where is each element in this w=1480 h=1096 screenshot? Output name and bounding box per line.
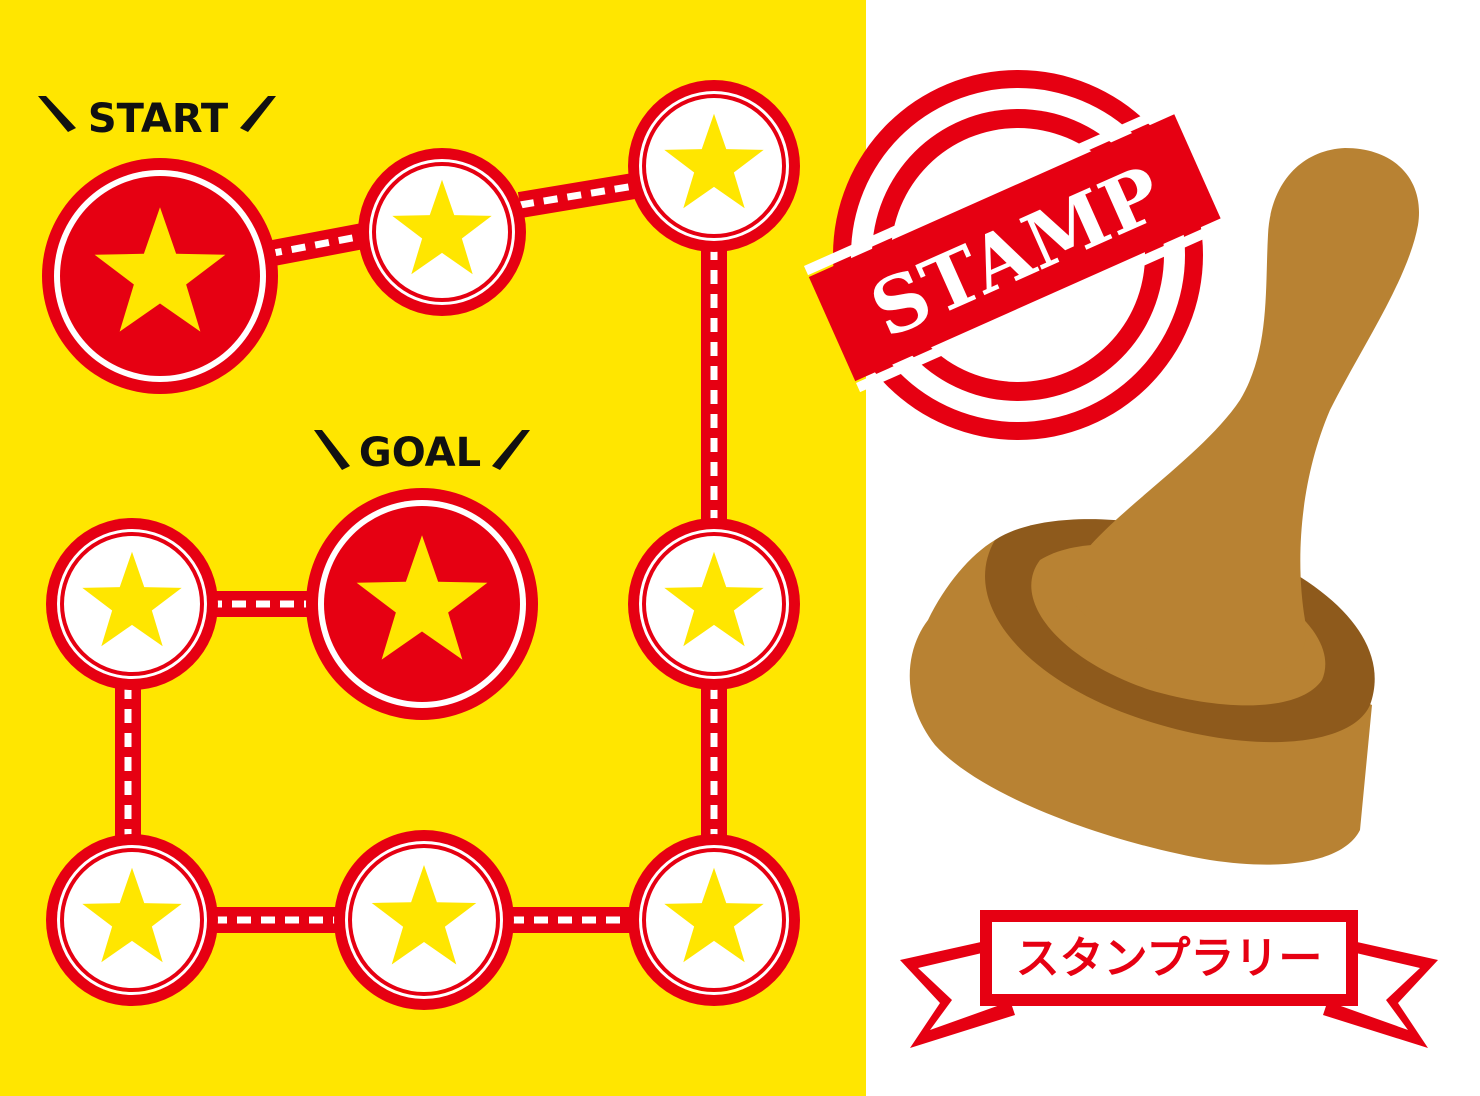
stamp-spot-8[interactable] (46, 518, 218, 690)
stamp-spot-4[interactable] (628, 518, 800, 690)
banner-text: スタンプラリー (1016, 933, 1323, 984)
start-label: START (38, 96, 276, 142)
stamp-spot-start[interactable] (42, 158, 278, 394)
start-text: START (88, 96, 229, 142)
start-left-tick (38, 96, 76, 132)
goal-left-tick (314, 430, 350, 470)
start-right-tick (240, 96, 276, 132)
goal-text: GOAL (359, 430, 481, 476)
stamp-spot-goal[interactable] (306, 488, 538, 720)
stamp-spot-5[interactable] (628, 834, 800, 1006)
stamp-spot-2[interactable] (358, 148, 526, 316)
stamp-spot-3[interactable] (628, 80, 800, 252)
connector-1 (265, 223, 366, 267)
stamp-spot-6[interactable] (334, 830, 514, 1010)
goal-right-tick (492, 430, 530, 470)
stamp-spot-7[interactable] (46, 834, 218, 1006)
wooden-stamp-icon (909, 148, 1420, 865)
path-connectors (115, 173, 727, 933)
ribbon-banner-icon: スタンプラリー (900, 910, 1438, 1048)
connector-2 (517, 173, 637, 218)
stamp-seal-icon: STAMP (803, 70, 1226, 440)
goal-label: GOAL (314, 430, 530, 476)
